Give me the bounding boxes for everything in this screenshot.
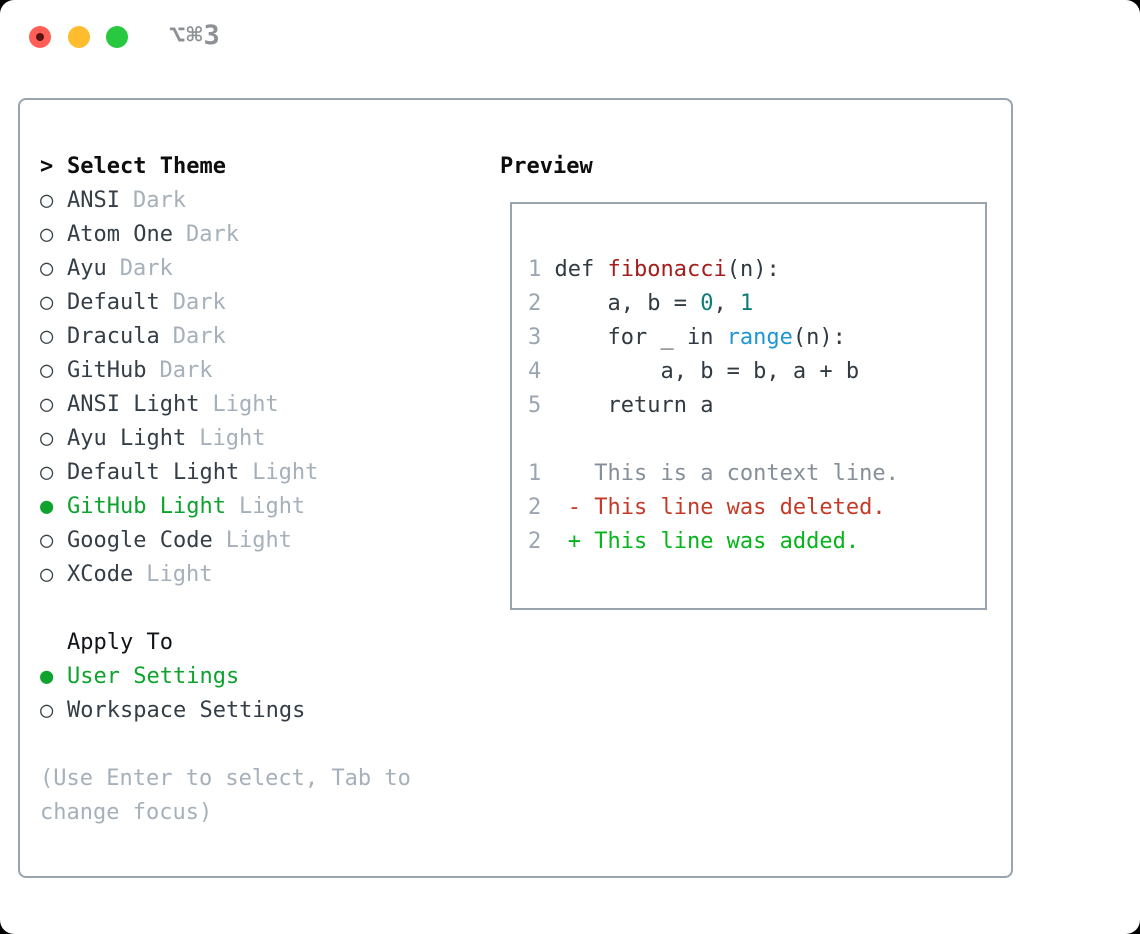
radio-selected-icon: ● [40, 664, 54, 689]
variant-tag: Light [238, 494, 306, 519]
radio-icon: ○ [40, 528, 54, 553]
variant-tag: Light [225, 528, 292, 553]
zoom-button[interactable] [106, 26, 128, 48]
diff-deleted-line: 2 - This line was deleted. [528, 495, 886, 520]
radio-icon: ○ [40, 222, 54, 247]
window-title: ⌥⌘3 [169, 20, 221, 51]
variant-tag: Light [252, 460, 319, 485]
radio-icon: ○ [40, 698, 54, 723]
apply-to-header: Apply To [40, 626, 411, 660]
radio-icon: ○ [40, 358, 54, 383]
code-line: 2 a, b = 0, 1 [528, 291, 754, 316]
code-line: 3 for _ in range(n): [528, 325, 846, 350]
code-line: 1 def fibonacci(n): [528, 257, 780, 282]
close-dot-icon [36, 33, 44, 41]
theme-menu-title: Select Theme [67, 154, 226, 179]
keyboard-hint-line-2: change focus) [40, 800, 213, 825]
variant-tag: Dark [185, 222, 239, 247]
radio-icon: ○ [40, 562, 54, 587]
variant-tag: Dark [159, 358, 213, 383]
radio-icon: ○ [40, 256, 54, 281]
radio-icon: ○ [40, 290, 54, 315]
variant-tag: Light [199, 426, 266, 451]
minimize-button[interactable] [68, 26, 90, 48]
close-button[interactable] [29, 26, 51, 48]
apply-option-user-settings[interactable]: ●User Settings [40, 660, 411, 694]
apply-option-workspace-settings[interactable]: ○Workspace Settings [40, 694, 411, 728]
prompt-icon: > [40, 154, 54, 179]
variant-tag: Dark [172, 290, 226, 315]
radio-icon: ○ [40, 460, 54, 485]
preview-section: Preview 1 def fibonacci(n): 2 a, b = 0, … [500, 150, 987, 610]
variant-tag: Dark [119, 256, 173, 281]
diff-context-line: 1 This is a context line. [528, 461, 899, 486]
preview-title: Preview [500, 154, 593, 179]
apply-to-title: Apply To [67, 630, 173, 655]
variant-tag: Dark [172, 324, 226, 349]
variant-tag: Light [146, 562, 213, 587]
preview-code-box: 1 def fibonacci(n): 2 a, b = 0, 1 3 for … [510, 202, 987, 610]
variant-tag: Light [212, 392, 279, 417]
blank-line [528, 423, 985, 457]
keyboard-hint-line-1: (Use Enter to select, Tab to [40, 766, 411, 791]
radio-icon: ○ [40, 392, 54, 417]
variant-tag: Dark [132, 188, 186, 213]
theme-menu-header: > Select Theme [40, 150, 411, 184]
diff-added-line: 2 + This line was added. [528, 529, 860, 554]
radio-selected-icon: ● [40, 494, 54, 519]
radio-icon: ○ [40, 426, 54, 451]
radio-icon: ○ [40, 324, 54, 349]
code-line: 5 return a [528, 393, 714, 418]
radio-icon: ○ [40, 188, 54, 213]
code-line: 4 a, b = b, a + b [528, 359, 860, 384]
